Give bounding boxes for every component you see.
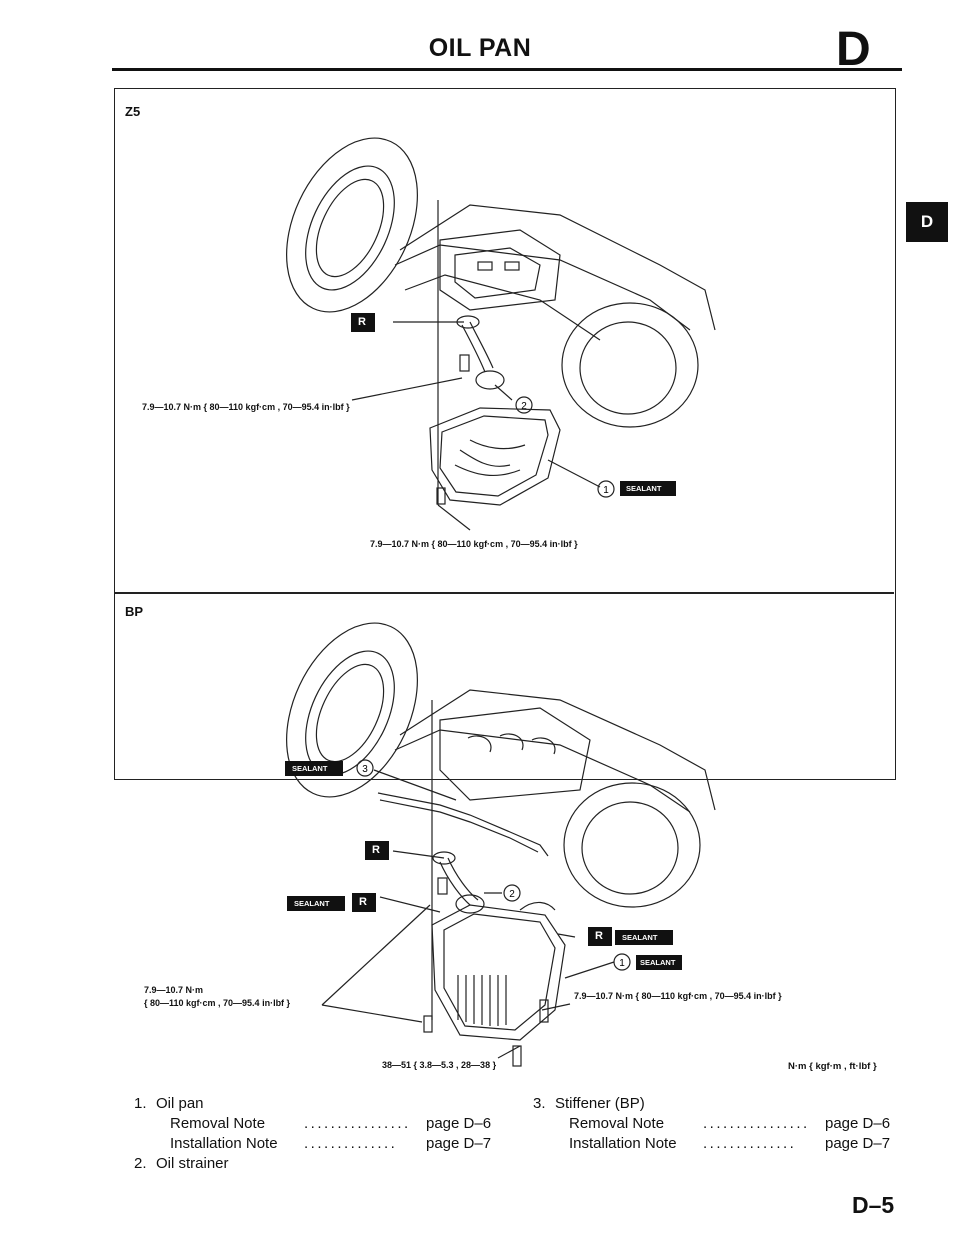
bp-replace-badge-2 <box>352 893 376 912</box>
bp-callout-2 <box>503 884 521 902</box>
page-reference: page D–7 <box>426 1135 492 1152</box>
panel-label-z5: Z5 <box>125 104 141 119</box>
legend-item-number: 3. <box>533 1095 546 1112</box>
page-title: OIL PAN <box>428 34 532 62</box>
figure-frame <box>114 88 896 780</box>
bp-torque-spec-left-2: { 80—110 kgf·cm , 70—95.4 in·lbf } <box>144 998 291 1008</box>
z5-illustration <box>286 137 716 531</box>
legend-item-label: Stiffener (BP) <box>555 1095 645 1112</box>
legend-subitem-removal-note: Removal Note ................ page D–6 <box>134 1114 491 1134</box>
bp-torque-spec-left-1: 7.9—10.7 N·m <box>144 985 204 995</box>
leader-dots: ................ <box>304 1115 411 1132</box>
legend-subitem-label: Installation Note <box>170 1135 278 1152</box>
z5-tire <box>286 137 418 313</box>
page-reference: page D–6 <box>426 1115 492 1132</box>
unit-note: N·m { kgf·m , ft·lbf } <box>788 1061 877 1072</box>
bp-illustration <box>286 622 716 1067</box>
bp-callout-3-label: 3 <box>362 764 368 775</box>
legend-subitem-removal-note: Removal Note ................ page D–6 <box>533 1114 890 1134</box>
bp-callout-1-label: 1 <box>619 958 625 969</box>
legend-item-label: Oil strainer <box>156 1155 229 1172</box>
legend-left: 1. Oil pan Removal Note ................… <box>134 1094 491 1174</box>
bp-sealant-badge-2-label: SEALANT <box>294 899 330 908</box>
bp-sealant-badge-2 <box>287 896 345 911</box>
bp-stiffener <box>377 792 549 857</box>
leader-dots: ................ <box>703 1115 810 1132</box>
bp-callout-2-label: 2 <box>509 889 515 900</box>
z5-torque-spec-upper: 7.9—10.7 N·m { 80—110 kgf·cm , 70—95.4 i… <box>142 402 350 412</box>
legend-item-oil-pan: 1. Oil pan <box>134 1094 491 1114</box>
bp-oil-pan <box>431 904 566 1041</box>
legend-subitem-label: Removal Note <box>170 1115 266 1132</box>
bp-leader-3 <box>373 769 457 801</box>
bp-sealant-badge-1-label: SEALANT <box>292 764 328 773</box>
z5-oil-pan <box>429 407 561 506</box>
bp-replace-badge-1 <box>365 841 389 860</box>
z5-engine-plate <box>439 229 561 311</box>
bp-oil-strainer <box>439 861 471 906</box>
bp-engine-block <box>439 707 591 801</box>
z5-callout-2-label: 2 <box>521 401 527 412</box>
bp-torque-spec-right: 7.9—10.7 N·m { 80—110 kgf·cm , 70—95.4 i… <box>574 991 782 1001</box>
bp-sealant-badge-1 <box>285 761 343 776</box>
z5-callout-1-label: 1 <box>603 485 609 496</box>
bp-sealant-badge-3-label: SEALANT <box>622 933 658 942</box>
section-tab: D <box>906 202 948 242</box>
legend-item-label: Oil pan <box>156 1095 204 1112</box>
z5-chassis <box>399 204 716 331</box>
legend-subitem-label: Removal Note <box>569 1115 665 1132</box>
section-letter: D <box>836 23 871 76</box>
legend-item-number: 2. <box>134 1155 147 1172</box>
legend-item-stiffener: 3. Stiffener (BP) <box>533 1094 890 1114</box>
bp-tire <box>286 622 418 798</box>
z5-replace-badge <box>351 313 375 332</box>
z5-rear-tire <box>561 302 699 428</box>
bp-replace-badge-3-label: R <box>595 930 603 942</box>
bp-sealant-badge-3 <box>615 930 673 945</box>
z5-oil-strainer <box>461 324 486 373</box>
page-reference: page D–7 <box>825 1135 891 1152</box>
z5-sealant-badge-label: SEALANT <box>626 484 662 493</box>
bp-replace-badge-2-label: R <box>359 896 367 908</box>
bp-replace-badge-1-label: R <box>372 844 380 856</box>
bp-sealant-badge-4-label: SEALANT <box>640 958 676 967</box>
legend-right: 3. Stiffener (BP) Removal Note .........… <box>533 1094 890 1154</box>
legend-subitem-installation-note: Installation Note .............. page D–… <box>533 1134 890 1154</box>
page-reference: page D–6 <box>825 1115 891 1132</box>
page-number: D–5 <box>852 1192 895 1218</box>
legend-item-oil-strainer: 2. Oil strainer <box>134 1154 491 1174</box>
panel-label-bp: BP <box>125 604 144 619</box>
legend-item-number: 1. <box>134 1095 147 1112</box>
leader-dots: .............. <box>304 1135 398 1152</box>
bp-torque-spec-bottom: 38—51 { 3.8—5.3 , 28—38 } <box>382 1060 497 1070</box>
header-rule <box>112 68 902 71</box>
bp-chassis <box>399 689 716 811</box>
z5-callout-1 <box>597 480 615 498</box>
z5-tire-rim <box>305 165 395 291</box>
bp-sealant-badge-4 <box>636 955 682 970</box>
bp-rear-tire <box>563 782 701 908</box>
z5-torque-spec-lower: 7.9—10.7 N·m { 80—110 kgf·cm , 70—95.4 i… <box>370 539 578 549</box>
panel-divider <box>114 592 894 594</box>
leader-dots: .............. <box>703 1135 797 1152</box>
legend-subitem-installation-note: Installation Note .............. page D–… <box>134 1134 491 1154</box>
z5-replace-badge-label: R <box>358 316 366 328</box>
bp-callout-1 <box>613 953 631 971</box>
z5-callout-2 <box>515 396 533 414</box>
legend-subitem-label: Installation Note <box>569 1135 677 1152</box>
bp-replace-badge-3 <box>588 927 612 946</box>
bp-callout-3 <box>356 759 374 777</box>
z5-sealant-badge <box>620 481 676 496</box>
